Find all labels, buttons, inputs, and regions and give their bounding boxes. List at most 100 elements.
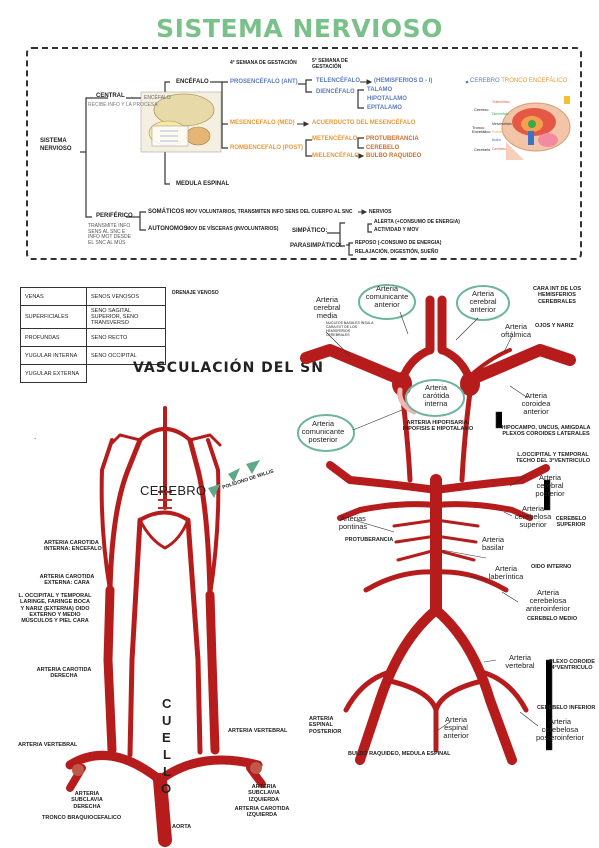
label-mesencefalo: MESENCEFALO (MED)	[230, 120, 295, 126]
label-subclavia-izq: ARTERIA SUBCLAVIA IZQUIERDA	[248, 784, 280, 803]
label-carotida-derecha: ARTERIA CAROTIDA DERECHA	[36, 667, 92, 680]
label-cerebelo: CEREBELO	[366, 145, 400, 151]
label-a-coroidea-ant: Arteria coroidea anterior	[521, 391, 551, 416]
label-brain-region: Bulbo	[492, 138, 501, 142]
cuello-letter: E	[162, 730, 171, 745]
table-row: PROFUNDAS SENO RECTO	[20, 328, 166, 347]
label-parasimpatico: PARASIMPÁTICO:	[290, 243, 342, 249]
label-vertebral-izq: ARTERIA VERTEBRAL	[18, 742, 78, 748]
label-protuberancia: PROTUBERANCIA	[345, 537, 394, 543]
label-brain-region: Telencéfalo	[492, 100, 510, 104]
table-header-cell: SENOS VENOSOS	[86, 287, 166, 306]
label-para-1: REPOSO (-CONSUMO DE ENERGIA)	[355, 240, 442, 246]
label-bulbo-medula: BULBO RAQUIDEO, MEDULA ESPINAL	[348, 751, 451, 757]
label-mielencefalo: MIELENCÉFALO	[312, 153, 360, 159]
label-a-carotida-interna: Arteria carótida interna	[422, 383, 450, 408]
cuello-letter: O	[161, 781, 172, 796]
concept-map-brackets	[80, 79, 571, 256]
label-drenaje: DRENAJE VENOSO	[172, 290, 219, 296]
right-arterial-diagram	[297, 284, 576, 765]
brain-illustration	[140, 91, 222, 153]
label-a-com-anterior: Arteria comunicante anterior	[365, 284, 409, 309]
label-a-cerebelosa-ai: Arteria cerebelosa anteroinferior	[525, 588, 571, 613]
label-diencefalo: DIENCÉFALO	[316, 89, 355, 95]
label-brain-cerebro: Cerebro	[474, 107, 489, 112]
vasculacion-title: VASCULACIÓN DEL SN	[133, 360, 324, 376]
label-somaticos: SOMÁTICOS	[148, 209, 185, 215]
label-encefalo-img: ENCÉFALO	[144, 95, 171, 101]
label-vertebral-der: ARTERIA VERTEBRAL	[228, 728, 288, 734]
label-subclavia-der: ARTERIA SUBCLAVIA DERECHA	[71, 791, 103, 810]
label-simpatico: SIMPÁTICO:	[292, 228, 328, 234]
label-plexo-coroide: PLEXO COROIDE 4°VENTRICULO	[549, 659, 595, 672]
cuello-letter: U	[162, 713, 172, 728]
label-hipofisaria: ARTERIA HIPOFISARIA: HIPOFISIS E HIPOTAL…	[402, 420, 474, 433]
label-aorta: AORTA	[172, 824, 192, 830]
label-a-cer-anterior: Arteria cerebral anterior	[469, 289, 497, 314]
label-hipocampo: HIPOCAMPO, UNCUS, AMIGDALA PLEXOS COROID…	[501, 425, 591, 438]
label-brain-region: Diencéfalo	[492, 112, 509, 116]
table-row: SUPERFICIALES SENO SAGITAL SUPERIOR, SEN…	[20, 305, 166, 329]
label-carotida-izq: ARTERIA CAROTIDA IZQUIERDA	[234, 806, 290, 819]
cuello-letter: L	[163, 764, 171, 779]
label-hemisferios: (HEMISFERIOS D - I)	[374, 78, 433, 84]
label-cerebelo-inferior: CEREBELO INFERIOR	[537, 705, 596, 711]
label-a-cerebral-media: Arteria cerebral media	[313, 295, 341, 320]
label-bulbo: BULBO RAQUIDEO	[366, 153, 422, 159]
table-cell: PROFUNDAS	[20, 328, 87, 347]
label-tronco-braquiocefalico: TRONCO BRAQUIOCEFALICO	[42, 815, 122, 821]
label-a-laberintica: Arteria laberíntica	[488, 564, 524, 581]
label-a-cerebelosa-sup: Arteria cerebelosa superior	[514, 504, 552, 529]
label-semana4: 4° SEMANA DE GESTACIÓN	[230, 60, 297, 66]
label-telencefalo: TELENCÉFALO	[316, 78, 361, 84]
label-central: CENTRAL	[96, 93, 125, 99]
label-protuberancia: PROTUBERANCIA	[366, 136, 419, 142]
table-header-cell: VENAS	[20, 287, 87, 306]
label-autonomos-desc: MOV DE VÍSCERAS (INVOLUNTARIOS)	[186, 226, 279, 232]
label-a-cer-posterior: Arteria cerebral posterior	[535, 473, 565, 498]
label-semana5: 5° SEMANA DE GESTACIÓN	[312, 58, 348, 70]
label-externa-ramas: L. OCCIPITAL Y TEMPORAL LARINGE, FARINGE…	[18, 593, 92, 625]
label-nucleos: NUCLEOS BASALES ÍNSULA CARA EXT DE LOS H…	[326, 321, 374, 337]
label-cerebelo-medio: CEREBELO MEDIO	[527, 616, 578, 622]
label-brain-tronco: Tronco Encefálico	[472, 125, 491, 135]
label-prosencefalo: PROSENCÉFALO (ANT)	[230, 79, 298, 85]
label-a-vertebral: Arteria vertebral	[505, 653, 535, 670]
label-hipotalamo: HIPOTALAMO	[367, 96, 407, 102]
table-cell: YUGULAR EXTERNA	[20, 364, 87, 383]
label-rombencefalo: ROMBENCEFALO (POST)	[230, 145, 303, 151]
table-row: VENAS SENOS VENOSOS	[20, 287, 166, 306]
label-brain-region: Puente	[492, 130, 504, 134]
label-epitalamo: EPITALAMO	[367, 105, 402, 111]
label-a-cerebelosa-pi: Arteria cerebelosa posteroinferior	[536, 717, 584, 742]
label-encefalo: ENCÉFALO	[176, 79, 209, 85]
concept-map-box	[26, 47, 582, 260]
label-central-sub: RECIBE INFO Y LA PROCESA	[88, 102, 158, 108]
label-brain-region: Mesencéfalo	[492, 122, 512, 126]
page-title: SISTEMA NERVIOSO	[156, 14, 443, 43]
veins-table: VENAS SENOS VENOSOS SUPERFICIALES SENO S…	[20, 287, 166, 383]
label-somaticos-desc: MOV VOLUNTARIOS, TRANSMITEN INFO SENS DE…	[186, 209, 353, 215]
label-carotida-interna: ARTERIA CAROTIDA INTERNA: ENCEFALO	[44, 540, 102, 553]
label-simp-2: ACTIVIDAD Y MOV	[374, 227, 419, 233]
label-a-oftalmica: Arteria oftálmica	[500, 322, 531, 339]
label-cerebro: CEREBRO	[140, 483, 207, 498]
svg-text:.: .	[34, 432, 36, 441]
label-para-2: RELAJACIÓN, DIGESTIÓN, SUEÑO	[355, 249, 439, 255]
label-a-espinal-post: ARTERIA ESPINAL POSTERIOR	[309, 716, 342, 735]
label-brain-cerebelo: Cerebelo	[474, 147, 491, 152]
table-cell: SENO SAGITAL SUPERIOR, SENO TRANSVERSO	[86, 305, 166, 329]
label-periferico: PERIFÉRICO	[96, 213, 133, 219]
label-simp-1: ALERTA (+CONSUMO DE ENERGIA)	[374, 219, 460, 225]
table-cell: YUGULAR INTERNA	[20, 346, 87, 365]
table-row: YUGULAR EXTERNA	[20, 364, 166, 383]
brain-region-legend-dots	[465, 80, 469, 84]
label-cara-int: CARA INT DE LOS HEMISFERIOS CEREBRALES	[532, 286, 582, 305]
cuello-letter: L	[163, 747, 171, 762]
label-cerebro-tronco: CEREBRO TRONCO ENCEFÁLICO	[470, 78, 567, 85]
table-cell: SENO OCCIPITAL	[86, 346, 166, 365]
label-medula: MEDULA ESPINAL	[176, 181, 230, 187]
label-l-occipital: L.OCCIPITAL Y TEMPORAL TECHO DEL 3°VENTR…	[515, 452, 591, 465]
label-sistema-nervioso: SISTEMA NERVIOSO	[40, 138, 72, 153]
label-metencefalo: METENCÉFALO	[312, 136, 358, 142]
